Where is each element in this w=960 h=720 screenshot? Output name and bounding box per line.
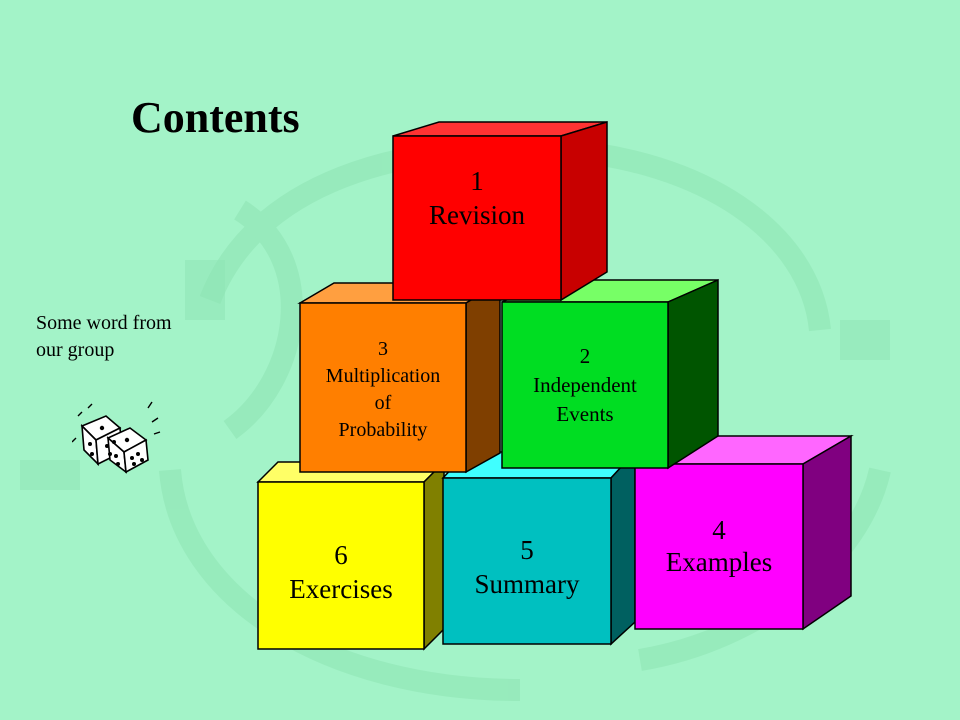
cube-exercises[interactable]: 6 Exercises [256,460,466,651]
cube-exercises-label: Exercises [289,574,393,604]
cube-independent[interactable]: 2 Independent Events [501,278,720,470]
cube-exercises-number: 6 [334,540,348,570]
cube-summary[interactable]: 5 Summary [441,450,643,646]
group-note: Some word from our group [36,310,172,364]
cube-revision-shape [392,120,608,302]
slide-title: Contents [131,93,300,142]
cube-independent-shape [501,278,719,470]
cube-independent-number: 2 [579,343,591,368]
cube-independent-label-2: Events [556,401,614,426]
cube-multiplication-label-1: Multiplication [325,365,441,387]
dice-icon [72,401,161,474]
cube-examples-number: 4 [712,515,726,545]
cube-revision-number: 1 [470,166,484,196]
group-note-line1: Some word from [36,312,172,334]
cube-revision[interactable]: 1 Revision [392,120,609,302]
group-note-line2: our group [36,339,115,361]
cube-summary-number: 5 [520,535,534,565]
cube-summary-label: Summary [474,569,580,599]
cube-independent-label-1: Independent [533,372,637,397]
cube-multiplication-label-3: Probability [338,419,428,441]
cube-examples-label: Examples [665,547,773,577]
cube-multiplication-number: 3 [378,338,388,360]
cube-multiplication[interactable]: 3 Multiplication of Probability [297,281,518,474]
cube-multiplication-label-2: of [374,392,392,414]
cube-revision-label: Revision [428,200,525,230]
